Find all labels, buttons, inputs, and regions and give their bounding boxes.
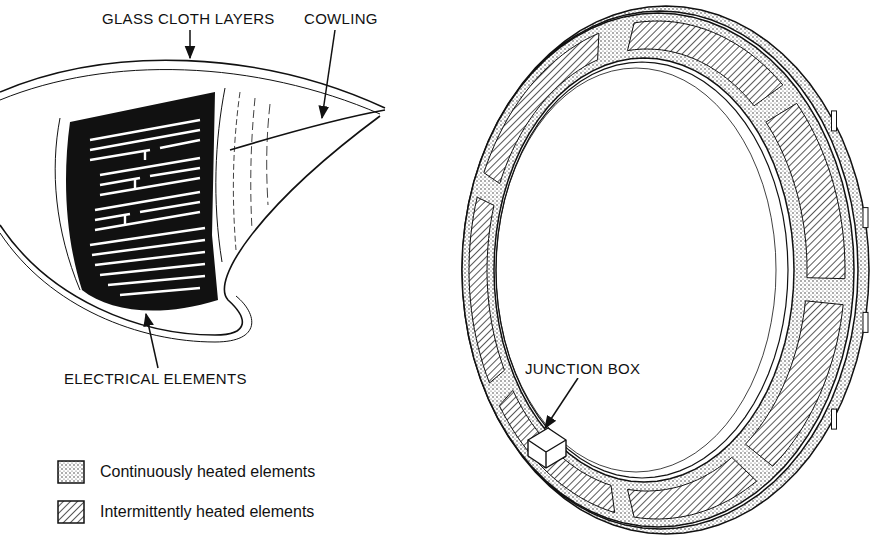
bore-edge	[496, 68, 776, 472]
part-label: JUNCTION BOX	[523, 360, 642, 378]
ring-rim	[462, 6, 869, 534]
rim-clip	[832, 409, 837, 429]
part-label: GLASS CLOTH LAYERS	[100, 10, 277, 28]
rim-clip	[863, 312, 868, 332]
bore-edge	[496, 62, 788, 478]
swatch-rect	[58, 461, 84, 483]
part-label: COWLING	[302, 10, 380, 28]
swatch-rect	[58, 501, 84, 523]
intermittent-segment	[766, 103, 845, 278]
part-label: ELECTRICAL ELEMENTS	[62, 370, 249, 388]
intermittent-segment	[628, 21, 783, 106]
rim-clip	[863, 208, 868, 228]
leader-lines	[146, 30, 578, 428]
intermittent-segment	[628, 457, 757, 519]
legend-text: Continuously heated elements	[100, 462, 315, 482]
intake-ring	[462, 6, 869, 534]
legend-swatch	[57, 460, 85, 484]
intermittent-segment	[484, 33, 599, 183]
ring-face	[462, 13, 854, 527]
heater-elements	[66, 92, 218, 311]
rim-clip	[832, 111, 837, 131]
intermittent-segment	[746, 301, 844, 466]
legend-text: Intermittently heated elements	[100, 502, 314, 522]
legend-swatch	[57, 500, 85, 524]
junction-box	[528, 428, 566, 468]
cowl-lip	[0, 60, 385, 342]
